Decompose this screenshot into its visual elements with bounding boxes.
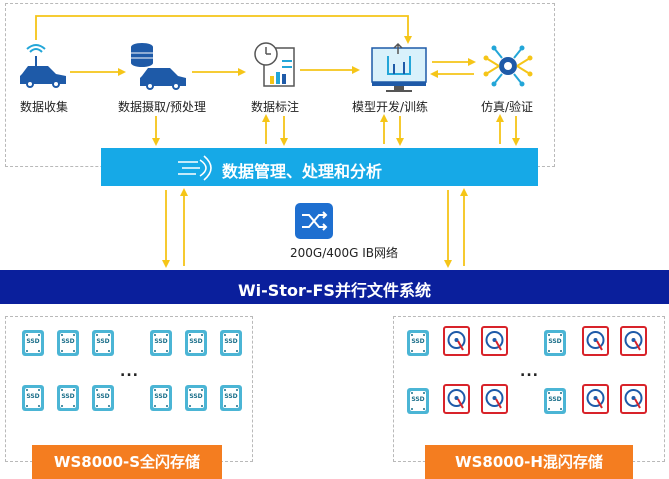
ssd-drive-text: SSD <box>26 338 40 345</box>
ssd-drive-text: SSD <box>411 338 425 345</box>
ssd-drive-icon: SSD <box>57 385 79 411</box>
step-label-simulate: 仿真/验证 <box>480 100 534 114</box>
ssd-drive-text: SSD <box>411 396 425 403</box>
storage-h-ellipsis: ... <box>520 364 539 380</box>
hdd-drive-icon <box>582 326 609 356</box>
data-stream-icon <box>178 155 212 181</box>
hdd-drive-icon <box>481 326 508 356</box>
step-label-collect: 数据收集 <box>19 100 69 114</box>
ssd-drive-icon: SSD <box>220 330 242 356</box>
feedback-loop-arrow <box>35 15 412 44</box>
ssd-drive-text: SSD <box>154 393 168 400</box>
step-label-train: 模型开发/训练 <box>351 100 429 114</box>
ssd-drive-icon: SSD <box>407 330 429 356</box>
hdd-drive-icon <box>443 326 470 356</box>
ssd-drive-text: SSD <box>96 338 110 345</box>
ai-brain-icon <box>483 45 533 87</box>
storage-s-ellipsis: ... <box>120 364 139 380</box>
data-management-band <box>101 148 538 186</box>
car-sensor-icon <box>20 44 66 88</box>
ssd-drive-text: SSD <box>96 393 110 400</box>
data-management-label: 数据管理、处理和分析 <box>222 162 383 181</box>
ssd-drive-icon: SSD <box>185 385 207 411</box>
step-label-annotate: 数据标注 <box>250 100 300 114</box>
network-label: 200G/400G IB网络 <box>290 246 399 260</box>
filesystem-label: Wi-Stor-FS并行文件系统 <box>238 281 431 300</box>
ssd-drive-icon: SSD <box>92 385 114 411</box>
ssd-drive-icon: SSD <box>544 388 566 414</box>
ssd-drive-icon: SSD <box>185 330 207 356</box>
hdd-drive-icon <box>481 384 508 414</box>
ssd-drive-icon: SSD <box>57 330 79 356</box>
ssd-drive-icon: SSD <box>150 385 172 411</box>
hdd-drive-icon <box>620 384 647 414</box>
ssd-drive-text: SSD <box>61 393 75 400</box>
ssd-drive-icon: SSD <box>92 330 114 356</box>
ssd-drive-icon: SSD <box>150 330 172 356</box>
ib-switch-icon <box>295 203 333 239</box>
step-label-ingest: 数据摄取/预处理 <box>117 100 207 114</box>
clipboard-clock-icon <box>254 42 295 87</box>
ssd-drive-icon: SSD <box>544 330 566 356</box>
storage-s-label: WS8000-S全闪存储 <box>32 445 222 479</box>
ssd-drive-text: SSD <box>224 393 238 400</box>
ssd-drive-text: SSD <box>26 393 40 400</box>
hdd-drive-icon <box>582 384 609 414</box>
car-database-icon <box>131 43 186 90</box>
ssd-drive-text: SSD <box>548 396 562 403</box>
ssd-drive-text: SSD <box>61 338 75 345</box>
ssd-drive-text: SSD <box>224 338 238 345</box>
storage-h-label: WS8000-H混闪存储 <box>425 445 633 479</box>
ssd-drive-text: SSD <box>189 338 203 345</box>
model-dev-icon <box>371 42 427 92</box>
ssd-drive-text: SSD <box>154 338 168 345</box>
ssd-drive-icon: SSD <box>22 385 44 411</box>
filesystem-band <box>0 270 669 304</box>
hdd-drive-icon <box>443 384 470 414</box>
ssd-drive-text: SSD <box>189 393 203 400</box>
ssd-drive-icon: SSD <box>22 330 44 356</box>
ssd-drive-text: SSD <box>548 338 562 345</box>
hdd-drive-icon <box>620 326 647 356</box>
ssd-drive-icon: SSD <box>407 388 429 414</box>
ssd-drive-icon: SSD <box>220 385 242 411</box>
